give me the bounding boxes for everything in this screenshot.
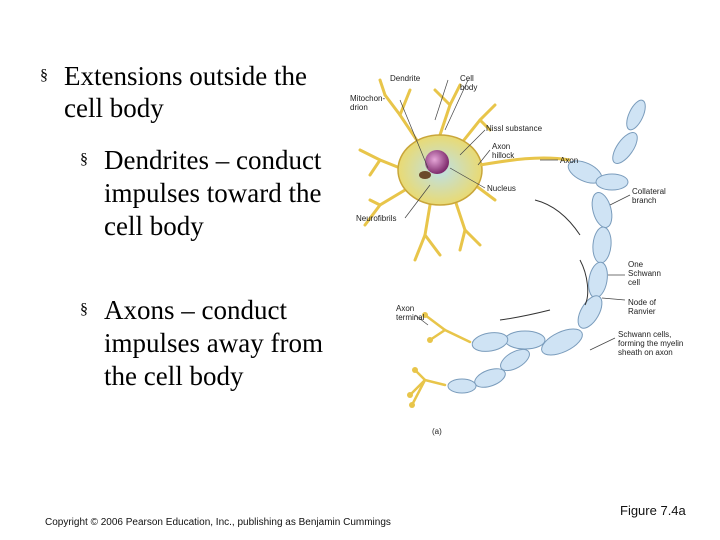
bullet-axons: § Axons – conduct impulses away from the… xyxy=(80,294,325,393)
figure-reference: Figure 7.4a xyxy=(620,503,686,518)
label-axon-hillock: Axon hillock xyxy=(492,142,515,160)
label-schwann-sheath: Schwann cells, forming the myelin sheath… xyxy=(618,330,684,357)
bullet-dendrites-text: Dendrites – conduct impulses toward the … xyxy=(104,145,322,241)
neuron-illustration xyxy=(358,78,646,408)
bullet-axons-text: Axons – conduct impulses away from the c… xyxy=(104,295,323,391)
label-node-ranvier: Node of Ranvier xyxy=(628,298,657,316)
label-axon: Axon xyxy=(560,156,579,165)
copyright-notice: Copyright © 2006 Pearson Education, Inc.… xyxy=(45,517,391,528)
bullet-extensions-text: Extensions outside the cell body xyxy=(64,61,307,123)
label-nissl: Nissl substance xyxy=(486,124,543,133)
label-dendrite: Dendrite xyxy=(390,74,421,83)
label-cell-body: Cell body xyxy=(460,74,478,92)
neuron-figure: Dendrite Cell body Mitochon- drion Nissl… xyxy=(340,60,720,440)
label-neurofibrils: Neurofibrils xyxy=(356,214,397,223)
label-collateral: Collateral branch xyxy=(632,187,666,205)
bullet-dendrites: § Dendrites – conduct impulses toward th… xyxy=(80,144,325,243)
label-mitochondrion: Mitochon- drion xyxy=(350,94,386,112)
bullet-extensions: § Extensions outside the cell body xyxy=(40,60,330,124)
bullet-marker: § xyxy=(80,301,88,318)
dendrites xyxy=(358,78,497,262)
label-panel: (a) xyxy=(432,427,442,436)
terminal-buttons xyxy=(407,312,433,408)
label-axon-terminal: Axon terminal xyxy=(396,304,425,322)
label-one-schwann: One Schwann cell xyxy=(628,260,661,287)
bullet-marker: § xyxy=(80,151,88,168)
axon-myelin xyxy=(447,99,646,394)
leader-lines xyxy=(399,79,631,351)
bullet-marker: § xyxy=(40,67,48,84)
nucleus-shape xyxy=(425,150,449,174)
impulse-arrows xyxy=(499,199,589,321)
mitochondrion-shape xyxy=(419,171,431,179)
label-nucleus: Nucleus xyxy=(487,184,516,193)
